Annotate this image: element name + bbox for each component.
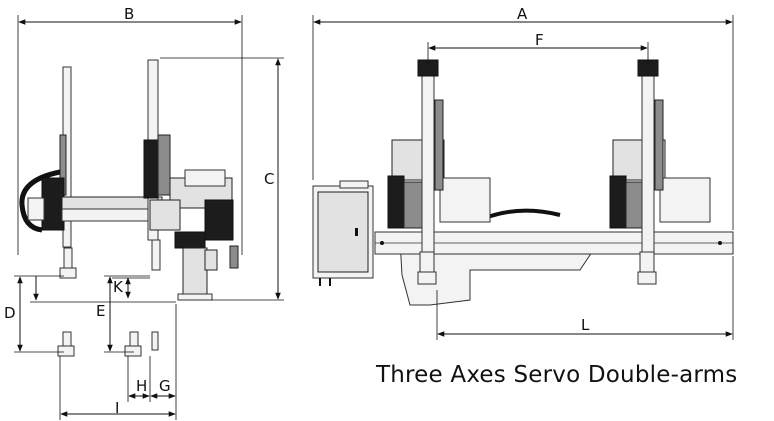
side-view-machine xyxy=(19,59,239,357)
dim-label-f: F xyxy=(535,31,544,49)
dim-label-k: K xyxy=(113,278,124,296)
dim-label-b: B xyxy=(124,5,134,23)
dim-label-l: L xyxy=(581,316,590,334)
dim-label-g: G xyxy=(159,377,171,395)
dim-label-a: A xyxy=(517,5,528,23)
dim-label-h: H xyxy=(136,377,147,395)
figure-caption: Three Axes Servo Double-arms xyxy=(376,362,738,388)
dimension-lines xyxy=(14,15,734,420)
dim-label-d: D xyxy=(4,304,16,322)
front-view-machine xyxy=(312,59,734,306)
dim-label-e: E xyxy=(96,302,105,320)
dimension-labels: B A F C L D E K H G I xyxy=(4,5,590,417)
dim-label-i: I xyxy=(115,399,119,417)
dim-label-c: C xyxy=(264,170,274,188)
